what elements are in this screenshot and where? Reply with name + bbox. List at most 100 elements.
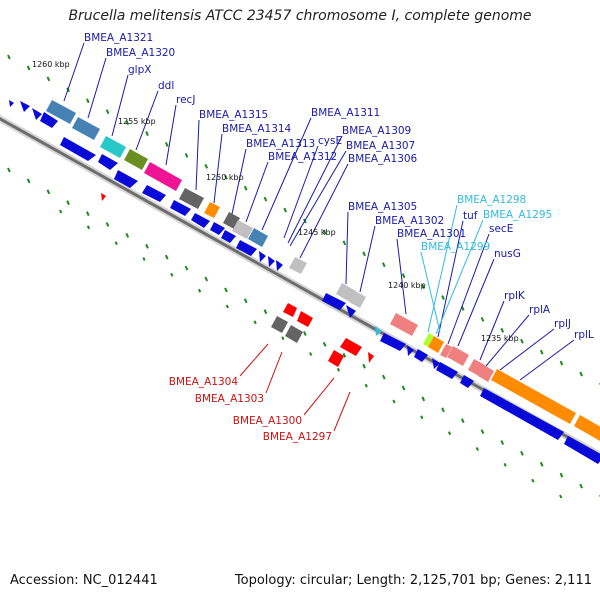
leader-line	[111, 74, 129, 137]
tick-mark	[420, 415, 424, 420]
leader-line	[499, 328, 555, 371]
gene-label-cysE: cysE	[318, 135, 342, 147]
kbp-label: 1255 kbp	[118, 117, 156, 126]
leader-line	[135, 90, 159, 151]
tick-mark	[145, 131, 149, 136]
cds-arrow	[276, 260, 283, 271]
tick-mark	[401, 273, 406, 279]
tick-mark	[362, 251, 366, 257]
tick-mark	[204, 276, 209, 282]
tick-mark	[342, 352, 347, 358]
tick-mark	[480, 316, 485, 322]
gene-label-BMEA_A1301: BMEA_A1301	[397, 228, 466, 240]
gene-box-tuf	[428, 336, 444, 353]
leader-line	[239, 343, 269, 377]
leader-line	[333, 391, 351, 432]
cds-arrow	[210, 222, 225, 235]
leader-line	[289, 150, 347, 247]
leader-line	[165, 104, 177, 166]
leader-line	[231, 148, 247, 215]
leader-line	[485, 314, 530, 367]
gene-label-BMEA_A1300: BMEA_A1300	[233, 415, 302, 427]
gene-box-BMEA_A1301	[390, 313, 418, 336]
gene-box-BMEA_A1302	[349, 291, 366, 308]
cds-arrow	[40, 112, 58, 128]
tick-mark	[105, 222, 110, 227]
kbp-label: 1260 kbp	[32, 60, 70, 69]
cds-arrow-reverse	[101, 193, 106, 201]
cds-arrow-reverse	[283, 303, 297, 317]
tick-mark	[224, 287, 228, 293]
tick-mark	[441, 407, 445, 413]
gene-box-BMEA_A1320	[72, 117, 100, 140]
tick-mark	[26, 65, 31, 71]
gene-label-secE: secE	[489, 223, 513, 235]
tick-mark	[204, 163, 209, 169]
leader-line	[303, 377, 335, 416]
tick-mark	[46, 189, 51, 195]
gene-label-rplJ: rplJ	[554, 318, 571, 330]
gene-label-BMEA_A1321: BMEA_A1321	[84, 32, 153, 44]
gene-label-rplL: rplL	[574, 329, 594, 341]
tick-mark	[460, 418, 465, 424]
cds-arrow	[114, 170, 138, 188]
tick-mark	[520, 450, 524, 456]
tick-mark	[125, 120, 130, 126]
gene-label-BMEA_A1315: BMEA_A1315	[199, 109, 268, 121]
kbp-label: 1250 kbp	[206, 173, 244, 182]
tick-mark	[7, 167, 11, 173]
kbp-label: 1235 kbp	[481, 334, 519, 343]
tick-mark	[342, 240, 347, 246]
cds-arrow	[191, 213, 210, 228]
gene-box-recJ	[144, 162, 182, 191]
cds-arrow	[98, 154, 118, 170]
cds-arrow	[221, 230, 236, 243]
tick-mark	[503, 462, 507, 467]
tick-mark	[322, 341, 327, 347]
tick-mark	[125, 232, 130, 238]
gene-box-BMEA_A1312	[232, 220, 253, 239]
cds-arrow	[9, 100, 14, 107]
cds-arrow	[564, 436, 600, 464]
cds-arrow	[32, 108, 42, 120]
gene-label-BMEA_A1298: BMEA_A1298	[457, 194, 526, 206]
forward-cds-arrows	[9, 100, 600, 464]
gene-label-BMEA_A1311: BMEA_A1311	[311, 107, 380, 119]
leader-line	[437, 220, 464, 338]
leader-line	[359, 225, 376, 293]
leader-line	[396, 238, 407, 315]
tick-mark	[86, 225, 91, 230]
cds-arrow	[380, 333, 406, 351]
tick-mark	[243, 298, 248, 304]
tick-mark	[336, 367, 341, 372]
cds-arrow	[259, 251, 266, 262]
leader-line	[427, 204, 458, 333]
leader-line	[261, 117, 312, 231]
cds-arrow	[142, 185, 166, 202]
topology-summary: Topology: circular; Length: 2,125,701 bp…	[234, 573, 592, 588]
leader-line	[299, 163, 349, 259]
tick-mark	[392, 399, 396, 404]
gene-label-BMEA_A1307: BMEA_A1307	[346, 140, 415, 152]
leader-line	[213, 133, 223, 204]
leader-line	[420, 251, 441, 333]
kbp-label: 1245 kbp	[298, 228, 336, 237]
map-title: Brucella melitensis ATCC 23457 chromosom…	[68, 8, 532, 24]
cds-arrow	[346, 305, 356, 318]
cds-arrow	[432, 358, 440, 369]
tick-mark	[46, 76, 51, 82]
gene-label-BMEA_A1306: BMEA_A1306	[348, 153, 418, 165]
cds-arrow-reverse	[368, 352, 374, 363]
tick-mark	[421, 284, 426, 290]
gene-label-BMEA_A1303: BMEA_A1303	[195, 393, 264, 405]
tick-mark	[364, 383, 368, 388]
gene-box-BMEA_A1303	[285, 325, 303, 343]
tick-mark	[281, 336, 285, 341]
tick-mark	[59, 209, 63, 214]
tick-mark	[531, 478, 535, 483]
tick-mark	[480, 429, 485, 435]
tick-mark	[263, 196, 268, 202]
cds-arrow	[170, 200, 191, 216]
